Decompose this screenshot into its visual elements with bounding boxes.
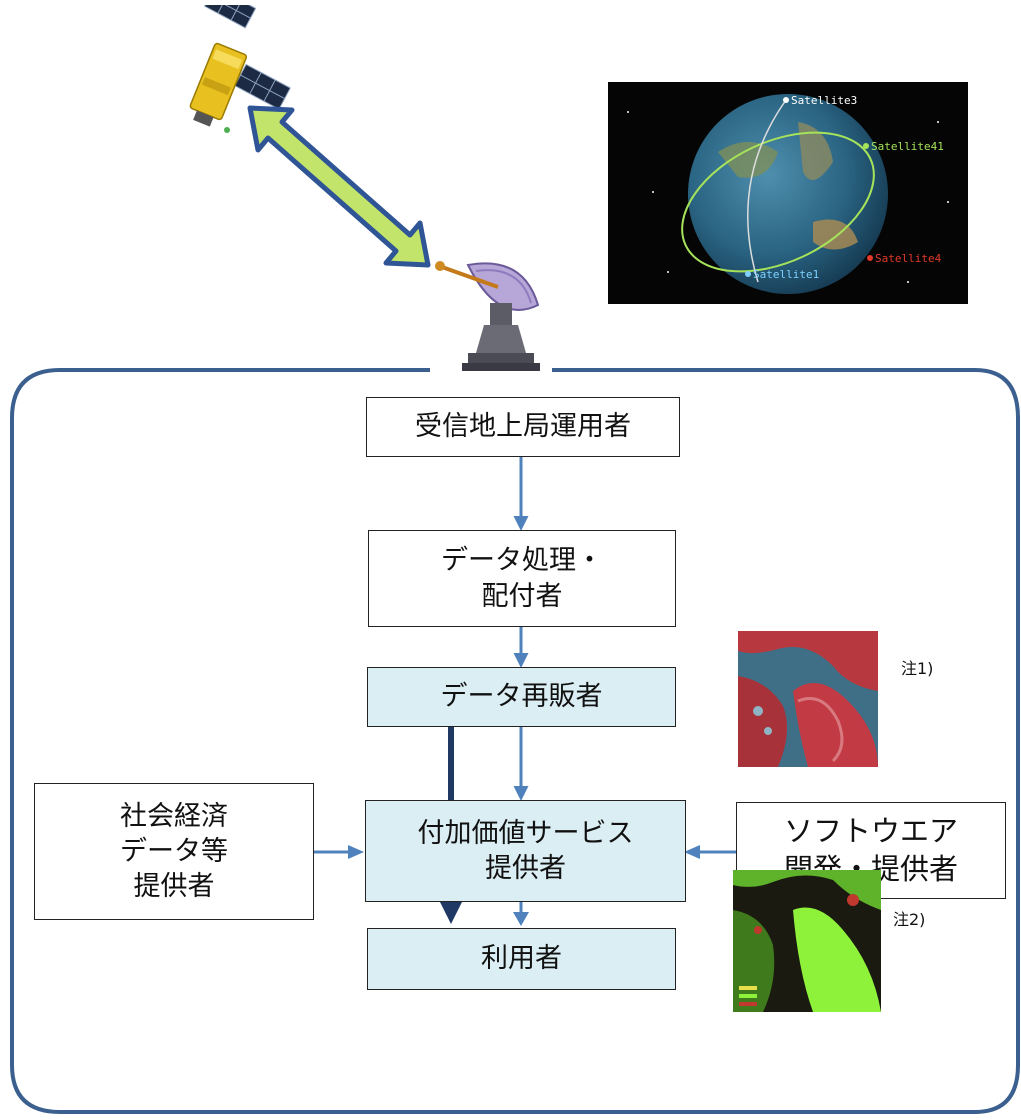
satellite-image-sample-2 (733, 870, 881, 1012)
orbit-label-satellite4: Satellite4 (875, 252, 942, 265)
uplink-downlink-arrow (247, 105, 431, 268)
note-1: 注1) (901, 659, 934, 678)
arrow-software-head (684, 845, 700, 859)
users-box-main: 利用者 (367, 928, 676, 990)
value-added-label-line2: 提供者 (485, 853, 566, 884)
orbit-label-satellite3: Satellite3 (791, 94, 857, 107)
software-label-line1: ソフトウエア (783, 813, 958, 848)
note-2: 注2) (893, 910, 926, 929)
data-reseller-box: データ再販者 (367, 667, 676, 727)
value-added-label-line1: 付加価値サービス (417, 817, 634, 849)
socio-economic-label-line2: データ等 (120, 835, 228, 867)
arrow-vas-to-users-head (513, 912, 529, 926)
data-reseller-label: データ再販者 (440, 681, 603, 713)
socio-economic-label-line3: 提供者 (133, 871, 215, 903)
data-processing-label-line1: データ処理・ (441, 545, 603, 577)
users-label: 利用者 (481, 943, 562, 975)
ground-station-operator-box: 受信地上局運用者 (366, 397, 680, 457)
ground-station-antenna-icon (435, 261, 540, 371)
satellite-orbit-image: Satellite3 Satellite41 Satellite4 Satell… (608, 82, 968, 304)
orbit-label-satellite1: Satellite1 (753, 268, 819, 281)
socio-economic-data-box: 社会経済 データ等 提供者 (34, 783, 314, 920)
data-processing-label-line2: 配付者 (481, 580, 563, 612)
value-added-service-box: 付加価値サービス 提供者 (365, 800, 686, 902)
ground-station-operator-label: 受信地上局運用者 (415, 411, 631, 443)
satellite-icon (189, 5, 291, 133)
arrow-socio-economic-head (348, 845, 364, 859)
arrow-reseller-to-users-head (440, 902, 462, 924)
socio-economic-label-line1: 社会経済 (120, 800, 228, 832)
orbit-label-satellite41: Satellite41 (871, 140, 944, 153)
data-processing-box: データ処理・ 配付者 (368, 530, 676, 627)
satellite-image-sample-1 (738, 631, 878, 767)
